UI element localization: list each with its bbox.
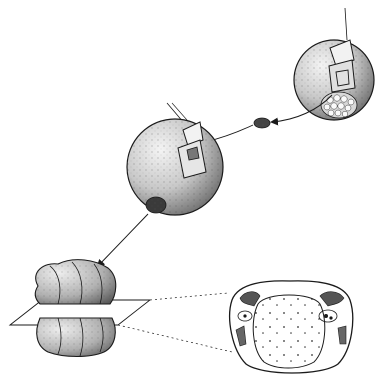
host-egg <box>127 103 223 215</box>
projection-line-bottom <box>118 325 232 352</box>
host-yolk-spot-texture <box>146 197 166 213</box>
cross-section <box>230 281 353 373</box>
host-egg-stipple <box>127 119 223 215</box>
projection-line-top <box>150 293 228 300</box>
embryo-segment <box>10 260 150 357</box>
micro-needle <box>345 8 347 40</box>
section-yolk-mass <box>253 295 325 368</box>
graft-piece-texture <box>254 118 270 128</box>
development-arrow <box>98 214 148 266</box>
donor-yolk-cells <box>321 92 357 118</box>
donor-egg <box>294 8 374 120</box>
donor-window-cut <box>329 60 355 92</box>
